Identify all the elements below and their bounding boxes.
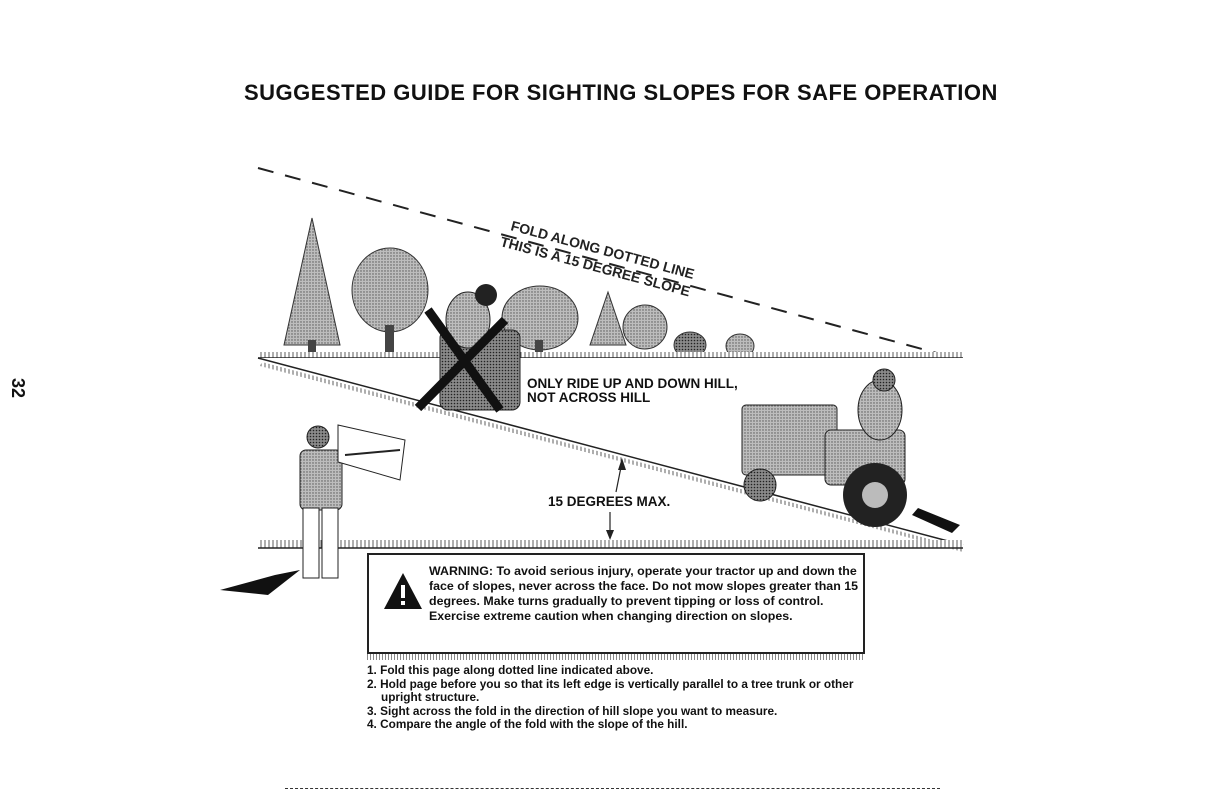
instruction-item: 4. Compare the angle of the fold with th… xyxy=(367,717,688,731)
warning-text: WARNING: To avoid serious injury, operat… xyxy=(429,564,858,623)
background-trees xyxy=(283,217,755,359)
instruction-item: 3. Sight across the fold in the directio… xyxy=(367,703,778,718)
correct-up-slope-tractor xyxy=(741,368,960,533)
instructions-list: 1. Fold this page along dotted line indi… xyxy=(367,663,887,732)
instruction-item: 2. Hold page before you so that its left… xyxy=(367,676,854,704)
ride-instruction-line2: NOT ACROSS HILL xyxy=(527,390,651,405)
fold-dotted-line xyxy=(257,167,956,359)
ride-instruction-line1: ONLY RIDE UP AND DOWN HILL, xyxy=(527,376,738,391)
instruction-item: 1. Fold this page along dotted line indi… xyxy=(367,663,654,677)
warning-triangle-icon xyxy=(384,573,422,609)
warning-box: WARNING: To avoid serious injury, operat… xyxy=(367,553,865,660)
max-angle-label: 15 DEGREES MAX. xyxy=(548,494,671,509)
page-title: SUGGESTED GUIDE FOR SIGHTING SLOPES FOR … xyxy=(244,80,998,105)
incorrect-across-slope-tractor xyxy=(414,284,521,413)
person-sighting-slope xyxy=(220,424,406,595)
page-bottom-rule xyxy=(285,788,940,789)
